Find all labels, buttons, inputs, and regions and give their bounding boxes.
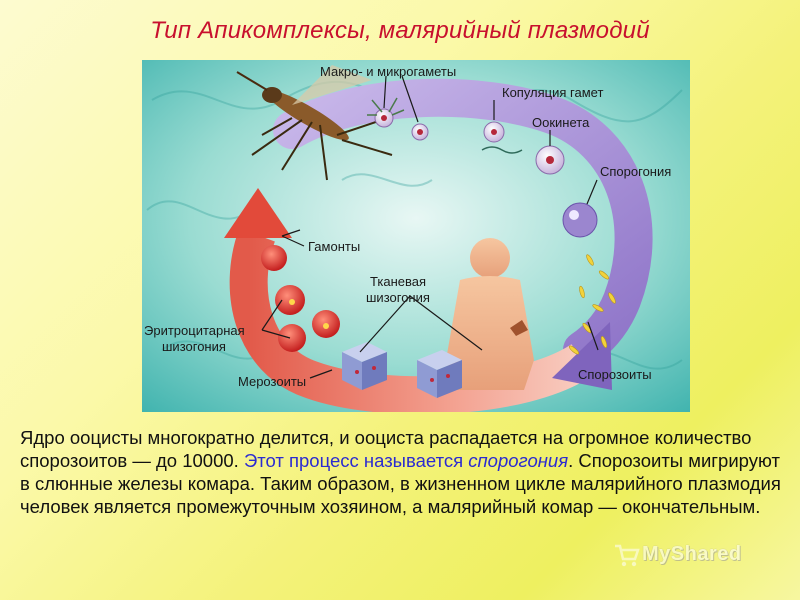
label-gamonts: Гамонты (308, 239, 360, 254)
body-text-part2: . Спорозоиты мигрируют в слюнные железы … (20, 450, 781, 517)
slide-title: Тип Апикомплексы, малярийный плазмодий (150, 17, 650, 44)
human-icon (446, 238, 534, 390)
gametes-icon (367, 97, 523, 154)
red-blood-cell-icon (261, 245, 340, 352)
label-merozoites: Мерозоиты (238, 374, 306, 389)
oocyst-icon (562, 202, 598, 238)
myshared-watermark: MyShared (612, 541, 792, 571)
label-erythrocytic-schizogony-1: Эритроцитарная (144, 323, 245, 338)
label-gametes: Макро- и микрогаметы (320, 64, 456, 79)
label-tissue-schizogony-2: шизогония (366, 290, 430, 305)
sporozoites-icon (568, 254, 616, 355)
ookinete-icon (535, 145, 565, 175)
label-copulation: Копуляция гамет (502, 85, 603, 100)
label-ookinete: Оокинета (532, 115, 590, 130)
body-text-part1: Ядро ооцисты многократно делится, и ооци… (20, 427, 752, 471)
mosquito-icon (236, 65, 393, 181)
ring-mosquito-stage (273, 78, 653, 369)
label-erythrocytic-schizogony-2: шизогония (162, 339, 226, 354)
term-sporogony: спорогония (468, 450, 569, 471)
cart-icon (615, 544, 640, 567)
watermark-text: MyShared (642, 543, 742, 565)
label-sporozoites: Спорозоиты (578, 367, 652, 382)
cycle-arrow-down (552, 322, 612, 390)
label-tissue-schizogony-1: Тканевая (370, 274, 426, 289)
body-text-highlight: Этот процесс называется (243, 450, 469, 471)
life-cycle-diagram: Макро- и микрогаметы Копуляция гамет Оок… (142, 60, 690, 412)
malaria-life-cycle-figure: Макро- и микрогаметы Копуляция гамет Оок… (142, 60, 690, 412)
label-sporogony: Спорогония (600, 164, 671, 179)
tissue-cube-icon (342, 342, 387, 390)
leader-lines (261, 75, 599, 379)
tissue-cube-icon (417, 350, 462, 398)
cycle-arrow-up (224, 188, 292, 238)
body-paragraph: Ядро ооцисты многократно делится, и ооци… (20, 426, 790, 518)
zygote-icon (483, 121, 505, 143)
